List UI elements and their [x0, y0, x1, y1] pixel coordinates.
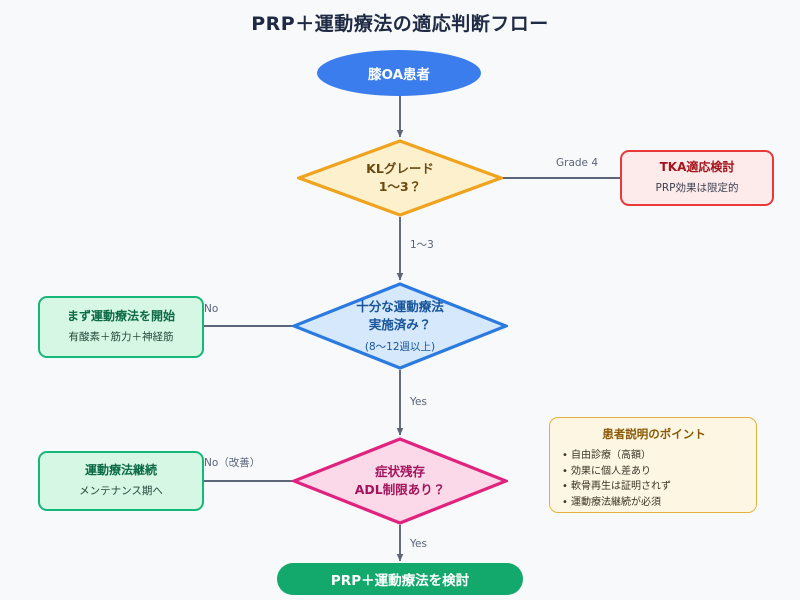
edge-label-kl-1to3: 1〜3 [410, 239, 434, 251]
node-start-label: 膝OA患者 [367, 67, 431, 83]
node-end-consider-prp[interactable]: PRP＋運動療法を検討 [277, 563, 523, 595]
node-exercise-note: (8〜12週以上) [364, 341, 436, 354]
node-continue-title: 運動療法継続 [84, 462, 157, 477]
node-startex-subtitle: 有酸素＋筋力＋神経筋 [68, 331, 174, 344]
edge-label-symptom-yes: Yes [410, 538, 427, 550]
node-decision-symptom-labels: 症状残存 ADL制限あり？ [292, 437, 508, 525]
list-item: 軟骨再生は証明されず [562, 479, 746, 495]
diamond-shape-kl [297, 139, 503, 217]
patient-explanation-notes-panel: 患者説明のポイント 自由診療（高額） 効果に個人差あり 軟骨再生は証明されず 運… [549, 417, 757, 513]
node-tka-subtitle: PRP効果は限定的 [655, 182, 739, 195]
node-symptom-line1: 症状残存 [374, 463, 425, 479]
node-decision-symptom-remaining[interactable]: 症状残存 ADL制限あり？ [292, 437, 508, 525]
node-start-knee-oa-patient[interactable]: 膝OA患者 [317, 50, 481, 96]
notes-list: 自由診療（高額） 効果に個人差あり 軟骨再生は証明されず 運動療法継続が必須 [562, 448, 746, 510]
edge-label-exercise-no: No [204, 303, 219, 315]
node-symptom-line2: ADL制限あり？ [354, 482, 446, 497]
edge-label-symptom-no: No（改善） [204, 457, 261, 469]
node-decision-exercise-labels: 十分な運動療法 実施済み？ (8〜12週以上) [292, 282, 508, 370]
node-tka-indication[interactable]: TKA適応検討 PRP効果は限定的 [620, 150, 774, 206]
node-kl-line1: KLグレード [366, 160, 434, 176]
node-kl-line2: 1〜3？ [378, 179, 422, 194]
node-decision-kl-labels: KLグレード 1〜3？ [297, 139, 503, 217]
node-continue-exercise-therapy[interactable]: 運動療法継続 メンテナンス期へ [38, 451, 204, 511]
notes-title: 患者説明のポイント [602, 427, 706, 441]
edge-label-grade4: Grade 4 [556, 157, 599, 169]
list-item: 自由診療（高額） [562, 448, 746, 464]
node-exercise-line2: 実施済み？ [368, 317, 432, 332]
node-end-label: PRP＋運動療法を検討 [330, 573, 470, 589]
diamond-shape-symptom [292, 437, 508, 525]
node-continue-subtitle: メンテナンス期へ [79, 485, 163, 498]
list-item: 運動療法継続が必須 [562, 495, 746, 511]
node-decision-exercise-done[interactable]: 十分な運動療法 実施済み？ (8〜12週以上) [292, 282, 508, 370]
node-start-exercise-therapy[interactable]: まず運動療法を開始 有酸素＋筋力＋神経筋 [38, 296, 204, 358]
page-title: PRP＋運動療法の適応判断フロー [251, 13, 549, 35]
node-startex-title: まず運動療法を開始 [66, 308, 175, 323]
edge-label-exercise-yes: Yes [410, 396, 427, 408]
list-item: 効果に個人差あり [562, 464, 746, 480]
node-exercise-line1: 十分な運動療法 [356, 298, 444, 314]
node-tka-title: TKA適応検討 [659, 159, 735, 174]
node-decision-kl-grade[interactable]: KLグレード 1〜3？ [297, 139, 503, 217]
diamond-shape-exercise [292, 282, 508, 370]
